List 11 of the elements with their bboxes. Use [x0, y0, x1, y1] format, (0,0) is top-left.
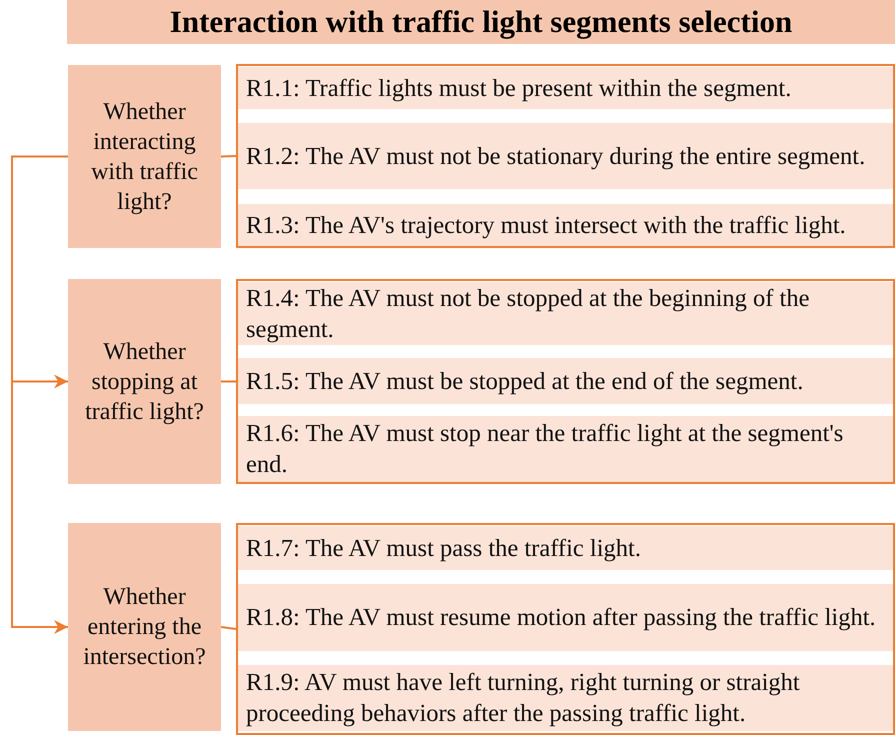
- connector-line: [220, 626, 236, 630]
- question-box: Whether stopping at traffic light?: [68, 279, 221, 484]
- rule-panel: [236, 279, 895, 484]
- arrow: [11, 156, 68, 634]
- question-box: Whether entering the intersection?: [68, 523, 221, 731]
- connector-line: [221, 380, 236, 382]
- question-box: Whether interacting with traffic light?: [68, 65, 221, 248]
- connector-line: [220, 155, 236, 158]
- rule-panel: [236, 523, 895, 735]
- rule-panel: [236, 64, 895, 248]
- title-banner: Interaction with traffic light segments selection: [67, 0, 895, 44]
